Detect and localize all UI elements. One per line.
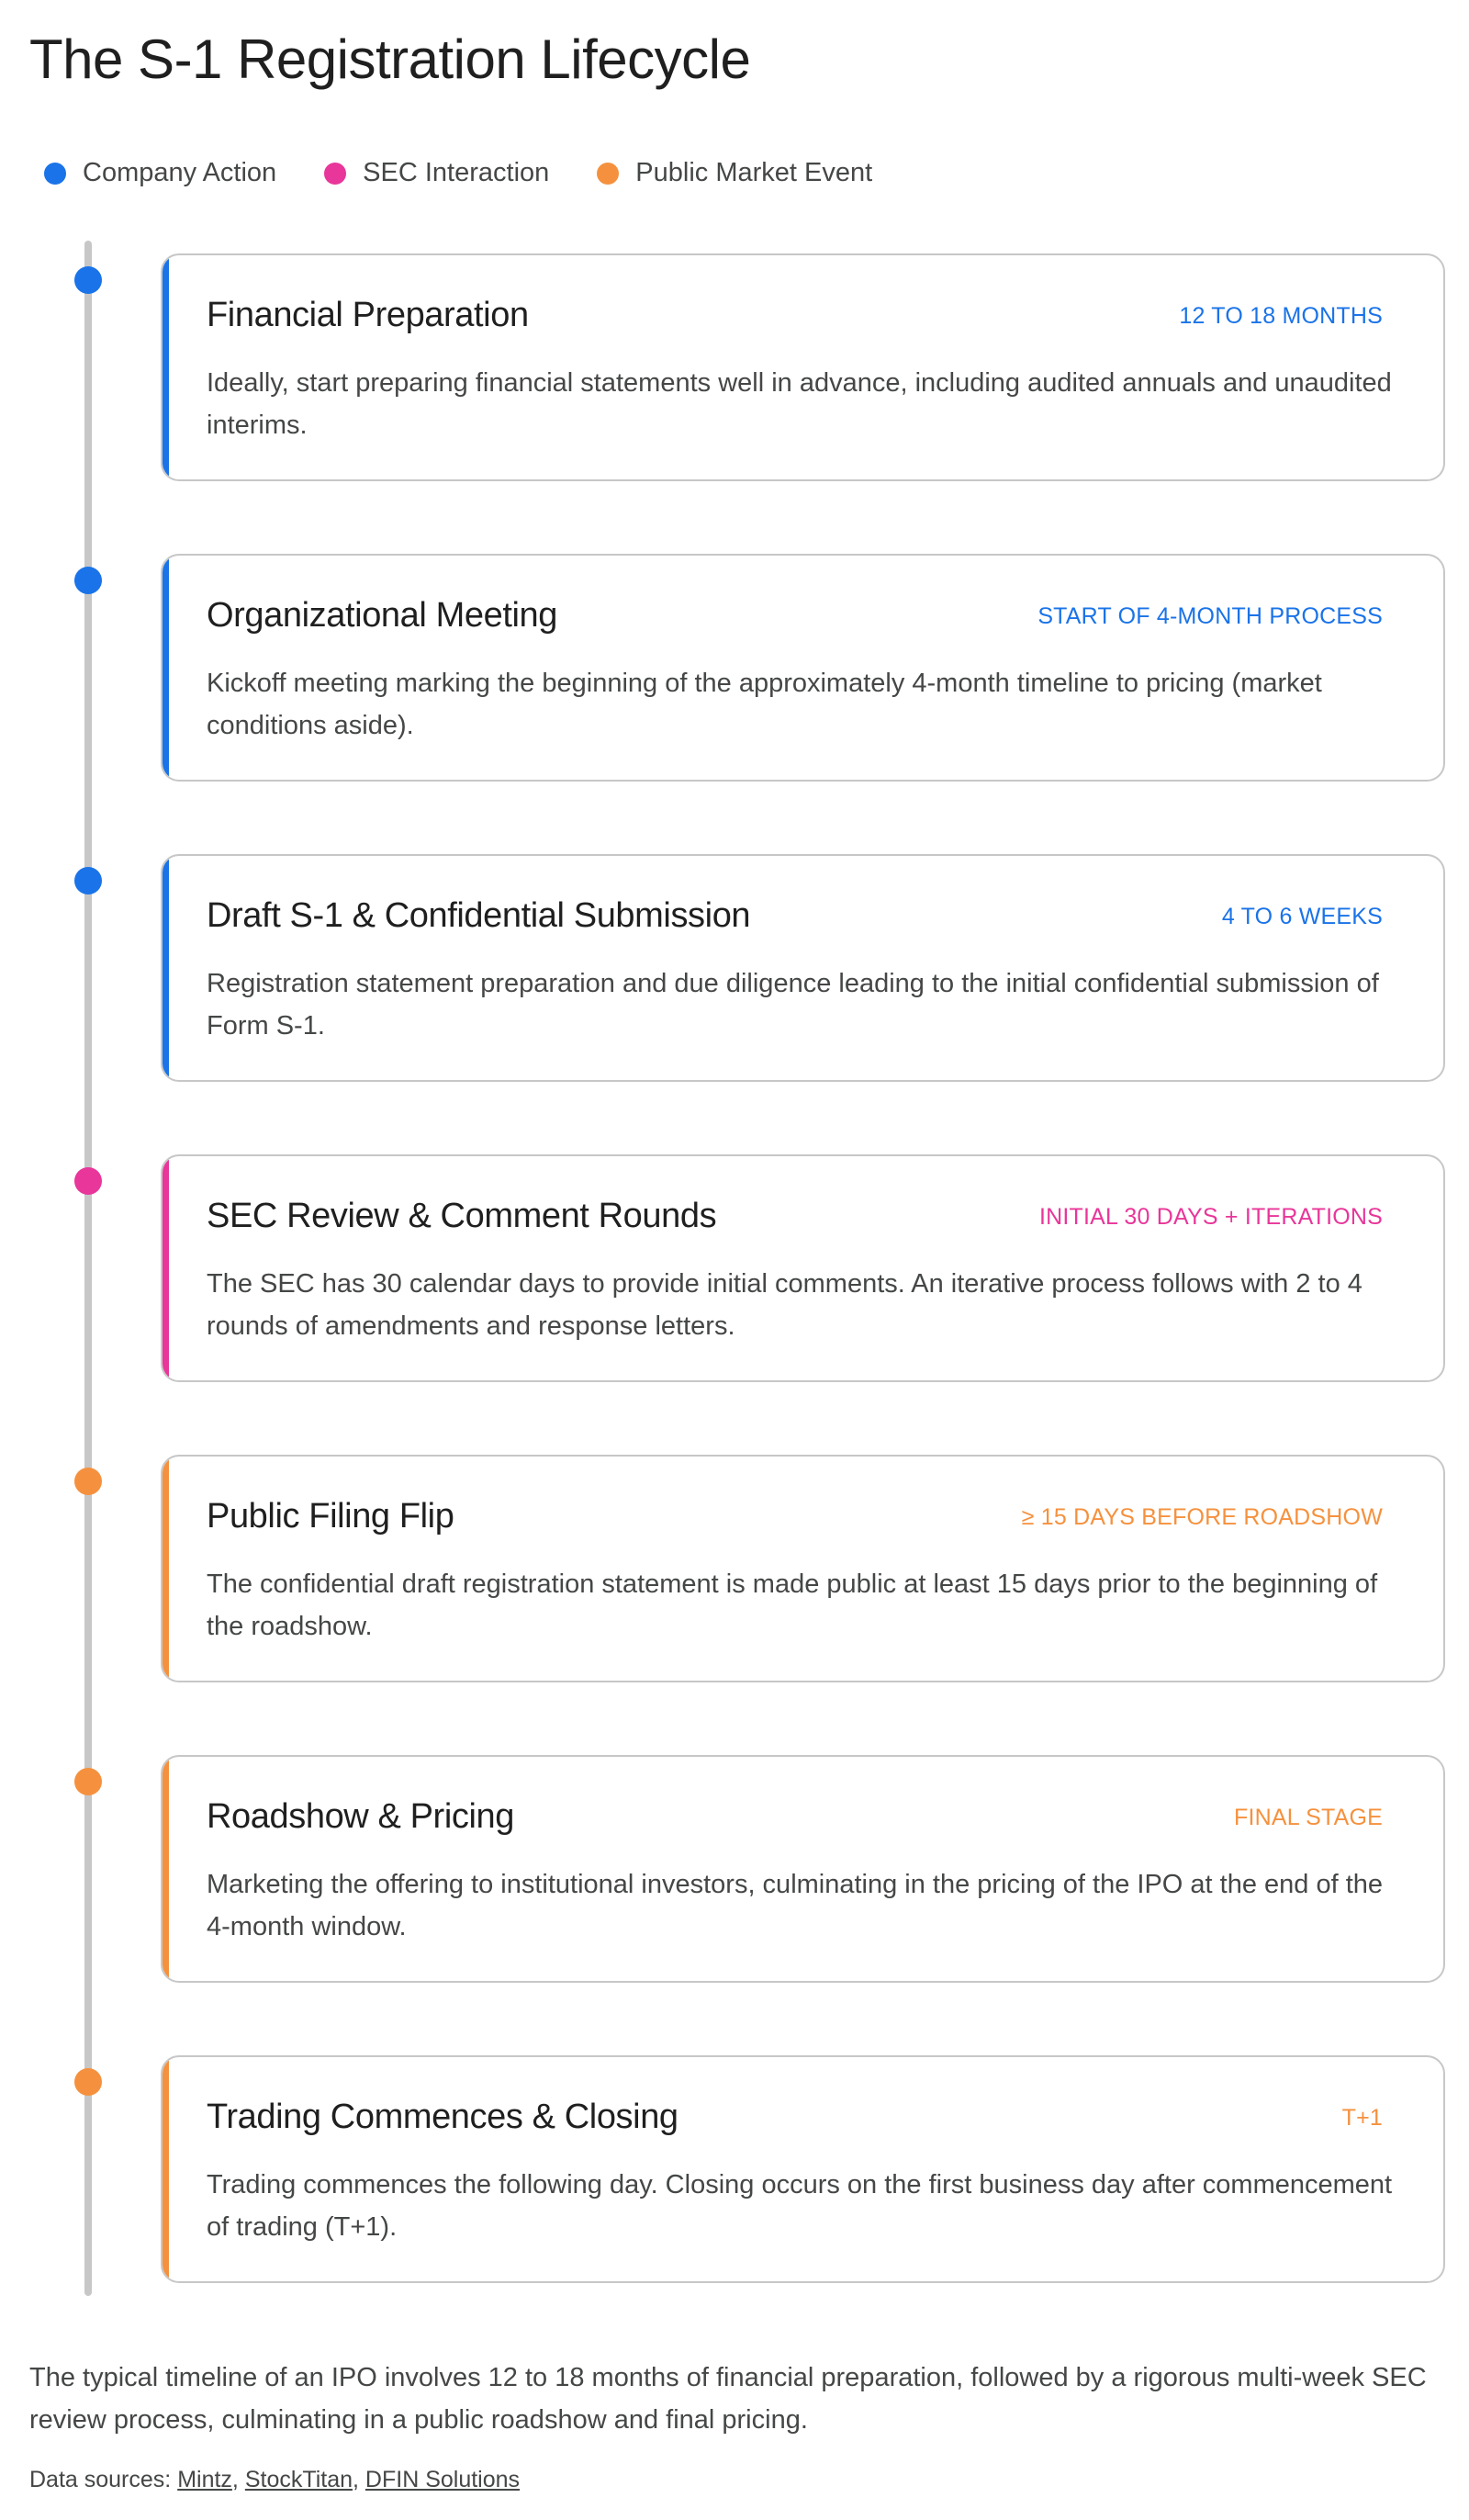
card-description: Kickoff meeting marking the beginning of… [207, 669, 1322, 740]
legend-item: SEC Interaction [324, 158, 549, 188]
card-title: Roadshow & Pricing [207, 1797, 514, 1836]
card-duration-tag: 12 TO 18 MONTHS [1179, 303, 1383, 329]
card-duration-tag: FINAL STAGE [1234, 1805, 1383, 1830]
card-duration-tag: START OF 4-MONTH PROCESS [1037, 603, 1383, 629]
legend-label: Public Market Event [635, 158, 873, 187]
page-title: The S-1 Registration Lifecycle [29, 28, 751, 90]
card-title: Draft S-1 & Confidential Submission [207, 896, 751, 935]
legend-dot-icon [597, 162, 620, 185]
source-link[interactable]: Mintz [177, 2467, 232, 2492]
card-accent-bar [163, 1156, 169, 1380]
card-title: SEC Review & Comment Rounds [207, 1197, 717, 1235]
data-sources: Data sources: Mintz, StockTitan, DFIN So… [29, 2467, 520, 2493]
source-separator: , [231, 2467, 245, 2492]
source-separator: , [353, 2467, 365, 2492]
legend-label: Company Action [83, 158, 277, 187]
timeline-card: SEC Review & Comment Rounds INITIAL 30 DA… [161, 1154, 1445, 1382]
legend-label: SEC Interaction [363, 158, 550, 187]
timeline-rail [84, 241, 92, 2296]
timeline-node-icon [74, 567, 102, 594]
card-duration-tag: T+1 [1341, 2105, 1383, 2131]
timeline-card: Organizational Meeting START OF 4-MONTH P… [161, 554, 1445, 782]
card-description: Trading commences the following day. Clo… [207, 2170, 1393, 2242]
legend: Company Action SEC Interaction Public Mark… [44, 158, 872, 188]
source-link[interactable]: DFIN Solutions [364, 2467, 521, 2492]
timeline-node-icon [74, 2068, 102, 2096]
source-link[interactable]: StockTitan [244, 2467, 353, 2492]
timeline-card: Roadshow & Pricing FINAL STAGE Marketing t… [161, 1755, 1445, 1983]
timeline-node-icon [74, 1468, 102, 1495]
card-description: Marketing the offering to institutional … [207, 1870, 1384, 1941]
card-title: Organizational Meeting [207, 596, 557, 635]
summary-text: The typical timeline of an IPO involves … [29, 2363, 1427, 2435]
card-accent-bar [163, 856, 169, 1080]
legend-dot-icon [324, 162, 347, 185]
timeline-node-icon [74, 867, 102, 894]
card-duration-tag: 4 TO 6 WEEKS [1221, 904, 1383, 929]
card-accent-bar [163, 2057, 169, 2281]
timeline-node-icon [74, 266, 102, 294]
card-description: The SEC has 30 calendar days to provide … [207, 1269, 1362, 1341]
card-title: Financial Preparation [207, 296, 529, 334]
timeline-card: Public Filing Flip ≥ 15 DAYS BEFORE ROADS… [161, 1455, 1445, 1682]
card-duration-tag: ≥ 15 DAYS BEFORE ROADSHOW [1021, 1504, 1383, 1530]
timeline-node-icon [74, 1167, 102, 1195]
card-description: The confidential draft registration stat… [207, 1569, 1378, 1641]
card-accent-bar [163, 1757, 169, 1981]
card-accent-bar [163, 1457, 169, 1681]
legend-item: Public Market Event [597, 158, 872, 188]
legend-dot-icon [44, 162, 66, 185]
card-title: Public Filing Flip [207, 1497, 454, 1536]
legend-item: Company Action [44, 158, 276, 188]
sources-prefix: Data sources: [29, 2467, 178, 2492]
card-title: Trading Commences & Closing [207, 2098, 678, 2136]
card-duration-tag: INITIAL 30 DAYS + ITERATIONS [1039, 1204, 1383, 1230]
card-accent-bar [163, 556, 169, 780]
card-description: Ideally, start preparing financial state… [207, 368, 1392, 440]
timeline-node-icon [74, 1768, 102, 1795]
timeline-card: Financial Preparation 12 TO 18 MONTHS Idea… [161, 253, 1445, 481]
card-description: Registration statement preparation and d… [207, 969, 1379, 1041]
card-accent-bar [163, 255, 169, 479]
timeline-card: Draft S-1 & Confidential Submission 4 TO … [161, 854, 1445, 1082]
